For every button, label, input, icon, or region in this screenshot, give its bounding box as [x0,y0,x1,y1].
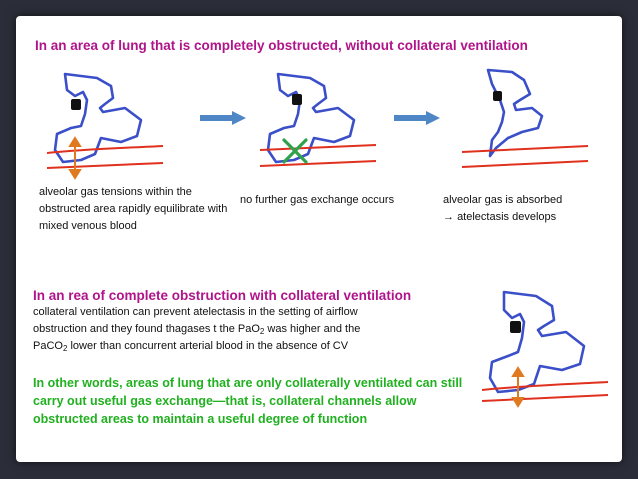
paco2-subscript: 2 [62,344,68,353]
obstruction-plug [292,94,302,105]
section-heading-collateral: In an rea of complete obstruction with c… [33,288,412,303]
caption-equilibration: alveolar gas tensions within the obstruc… [39,186,228,232]
alveolus-diagram-equilibration [46,72,164,180]
paragraph-line-2-end: was higher and the [264,323,361,335]
capillary-vessel-lower [461,160,589,168]
paragraph-line-2: obstruction and they found thagases t th… [33,321,473,338]
capillary-vessel-lower [259,160,377,167]
alveolus-diagram-no-exchange [259,72,377,167]
collateral-ventilation-paragraph: collateral ventilation can prevent atele… [33,304,473,355]
paragraph-line-3: PaCO2 lower than concurrent arterial blo… [33,338,473,355]
capillary-vessel-upper [46,145,164,154]
obstruction-plug [493,91,502,101]
caption-atelectasis-text: atelectasis develops [457,211,557,223]
right-arrow-icon: → [443,211,454,223]
paragraph-line-1: collateral ventilation can prevent atele… [33,306,358,318]
obstruction-plug [71,99,81,110]
obstruction-plug [510,321,521,333]
diffusion-arrow [68,136,82,180]
capillary-vessel-lower [46,162,164,169]
cross-mark-icon [282,138,308,164]
alveolus-outline [486,68,544,158]
summary-green-text: In other words, areas of lung that are o… [33,376,463,426]
capillary-vessel-lower [481,394,609,402]
paragraph-line-3-end: lower than concurrent arterial blood in … [67,340,349,352]
capillary-vessel-upper [259,144,377,151]
caption-atelectasis-line1: alveolar gas is absorbed [443,194,563,206]
alveolus-outline [488,290,586,394]
diffusion-arrow [511,366,525,408]
capillary-vessel-upper [481,381,609,391]
capillary-vessel-upper [461,145,589,153]
alveolus-diagram-collateral [481,290,609,408]
alveolus-outline [53,72,143,164]
pao2-subscript: 2 [259,327,265,336]
sequence-arrow-2 [394,111,440,125]
slide-title: In an area of lung that is completely ob… [35,38,528,53]
caption-atelectasis-line2: → atelectasis develops [443,209,562,226]
caption-no-exchange: no further gas exchange occurs [240,194,395,206]
paragraph-line-3-text: PaCO [33,340,63,352]
caption-atelectasis: alveolar gas is absorbed → atelectasis d… [443,192,562,226]
sequence-arrow-1 [200,111,246,125]
paragraph-line-2-text: obstruction and they found thagases t th… [33,323,260,335]
alveolus-diagram-atelectasis [461,68,589,168]
